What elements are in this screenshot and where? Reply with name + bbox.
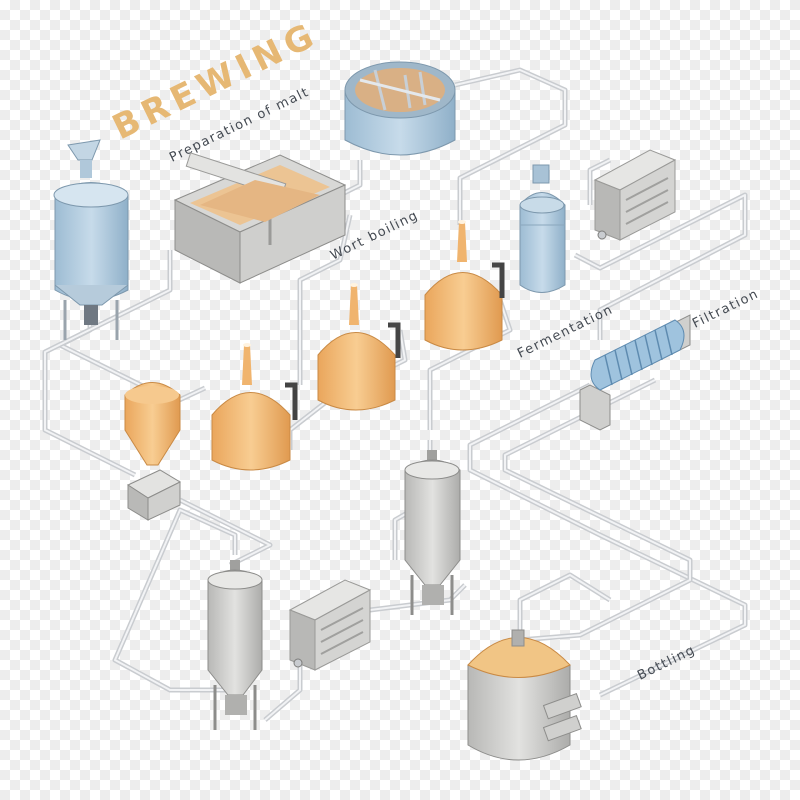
- filter-unit-bottom: [288, 579, 372, 671]
- filtration-drum: [579, 314, 691, 431]
- malt-silo: [53, 139, 129, 340]
- malt-preparation-tray: [173, 152, 347, 284]
- copper-kettle-2: [317, 283, 401, 411]
- copper-kettle-3: [424, 220, 505, 351]
- copper-kettle-1: [211, 343, 298, 471]
- grey-fermenter-1: [404, 450, 461, 615]
- filter-unit-top: [593, 149, 677, 241]
- grey-fermenter-2: [207, 560, 263, 730]
- bottling-tank: [467, 629, 582, 761]
- label-filtration: Filtration: [690, 287, 761, 332]
- blue-storage-tank: [519, 164, 566, 293]
- label-bottling: Bottling: [635, 643, 698, 684]
- copper-hopper: [124, 382, 182, 521]
- mash-tun: [344, 61, 456, 156]
